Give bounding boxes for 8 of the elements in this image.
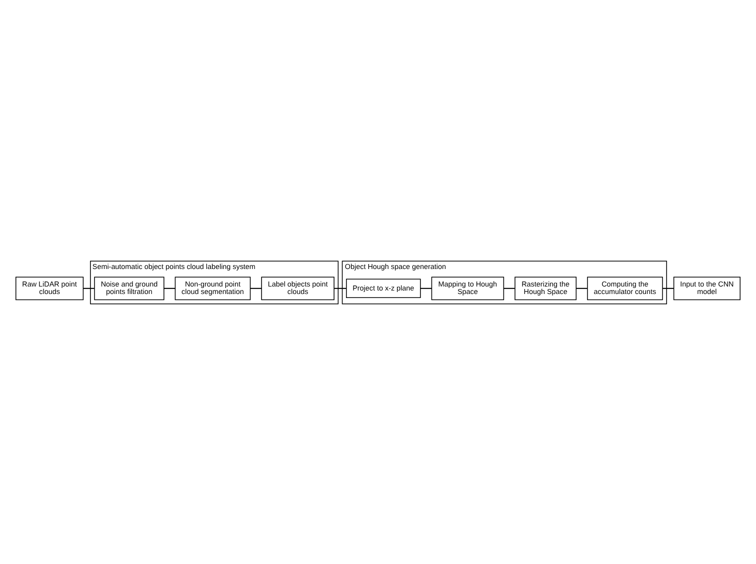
connector <box>334 287 346 288</box>
connector <box>250 287 262 288</box>
connector <box>662 287 674 288</box>
connector <box>83 287 94 288</box>
connector <box>504 287 515 288</box>
connector <box>164 287 176 288</box>
connector <box>576 287 588 288</box>
connector <box>420 287 432 288</box>
